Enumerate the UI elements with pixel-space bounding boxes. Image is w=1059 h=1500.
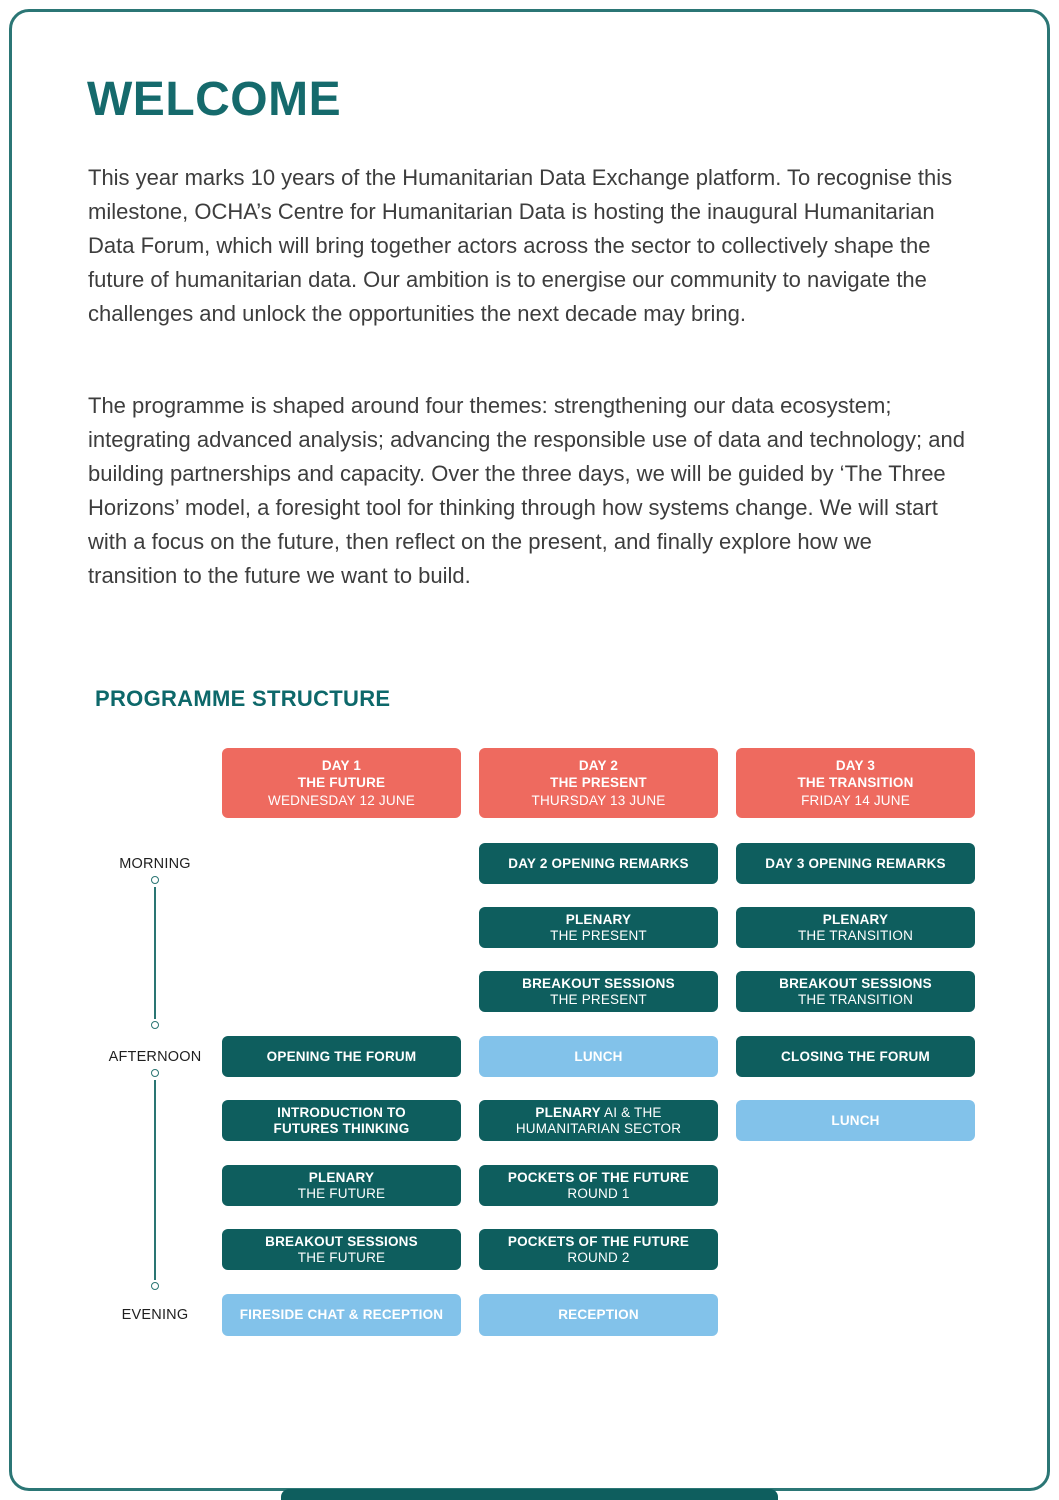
timeline-dot <box>151 876 159 884</box>
session-block-line: ROUND 1 <box>567 1185 630 1201</box>
session-block-line: CLOSING THE FORUM <box>781 1048 930 1064</box>
session-block-line: HUMANITARIAN SECTOR <box>515 1120 682 1136</box>
intro-paragraph: This year marks 10 years of the Humanita… <box>88 165 953 326</box>
session-block-line: OPENING THE FORUM <box>266 1048 417 1064</box>
day-header-date: WEDNESDAY 12 JUNE <box>268 792 415 808</box>
session-block-line: PLENARY <box>308 1169 375 1185</box>
day-header-title: DAY 1 <box>321 757 362 773</box>
day-header-date: FRIDAY 14 JUNE <box>801 792 910 808</box>
day-header-title: DAY 3 <box>835 757 876 773</box>
session-block-line: THE PRESENT <box>550 991 647 1007</box>
session-block-line: DAY 2 OPENING REMARKS <box>508 855 689 871</box>
session-block-opening-the-forum: OPENING THE FORUM <box>222 1036 461 1077</box>
session-block-lunch: LUNCH <box>479 1036 718 1077</box>
session-block-line: PLENARY AI & THE <box>535 1104 662 1120</box>
session-block-line: THE TRANSITION <box>797 927 914 943</box>
day-header-date: THURSDAY 13 JUNE <box>531 792 666 808</box>
timeline-line-afternoon-evening <box>154 1080 156 1280</box>
timeline-line-morning-afternoon <box>154 887 156 1019</box>
session-block-line: BREAKOUT SESSIONS <box>522 975 675 991</box>
day-header-subtitle: THE FUTURE <box>297 775 386 791</box>
session-block-day-3-opening-remarks: DAY 3 OPENING REMARKS <box>736 843 975 884</box>
session-block-line: POCKETS OF THE FUTURE <box>507 1233 690 1249</box>
day-header-subtitle: THE TRANSITION <box>797 775 914 791</box>
session-block-line: THE FUTURE <box>297 1185 386 1201</box>
session-block-line: BREAKOUT SESSIONS <box>779 975 932 991</box>
next-section-block-peek <box>281 1489 778 1500</box>
session-block-line: LUNCH <box>574 1048 623 1064</box>
session-block-line: FIRESIDE CHAT & RECEPTION <box>239 1307 444 1322</box>
session-block-line: THE TRANSITION <box>797 991 914 1007</box>
timeline-dot <box>151 1282 159 1290</box>
session-block-day-2-opening-remarks: DAY 2 OPENING REMARKS <box>479 843 718 884</box>
programme-paragraph: The programme is shaped around four them… <box>88 393 965 588</box>
session-block-line: THE FUTURE <box>297 1249 386 1265</box>
page-title: WELCOME <box>87 73 342 126</box>
timeline-label-evening: EVENING <box>121 1307 189 1323</box>
day-header-title: DAY 2 <box>578 757 619 773</box>
session-block-lunch: LUNCH <box>736 1100 975 1141</box>
session-block-line: PLENARY <box>565 911 632 927</box>
session-block-line: POCKETS OF THE FUTURE <box>507 1169 690 1185</box>
session-block-line: LUNCH <box>831 1112 880 1128</box>
session-block-fireside-chat-reception: FIRESIDE CHAT & RECEPTION <box>222 1294 461 1336</box>
session-block-reception: RECEPTION <box>479 1294 718 1336</box>
day-header-subtitle: THE PRESENT <box>550 775 647 791</box>
timeline-dot <box>151 1021 159 1029</box>
session-block-line: BREAKOUT SESSIONS <box>265 1233 418 1249</box>
session-block-closing-the-forum: CLOSING THE FORUM <box>736 1036 975 1077</box>
session-block-line: DAY 3 OPENING REMARKS <box>765 855 946 871</box>
session-block-line: ROUND 2 <box>567 1249 630 1265</box>
session-block-line: FUTURES THINKING <box>273 1120 410 1136</box>
timeline-dot <box>151 1069 159 1077</box>
session-block-line: INTRODUCTION TO <box>277 1104 406 1120</box>
timeline-label-morning: MORNING <box>119 856 191 872</box>
timeline-label-afternoon: AFTERNOON <box>108 1049 202 1065</box>
session-block-line: THE PRESENT <box>550 927 647 943</box>
section-title-programme-structure: PROGRAMME STRUCTURE <box>95 686 391 711</box>
session-block-line: PLENARY <box>822 911 889 927</box>
session-block-line: RECEPTION <box>558 1307 639 1322</box>
